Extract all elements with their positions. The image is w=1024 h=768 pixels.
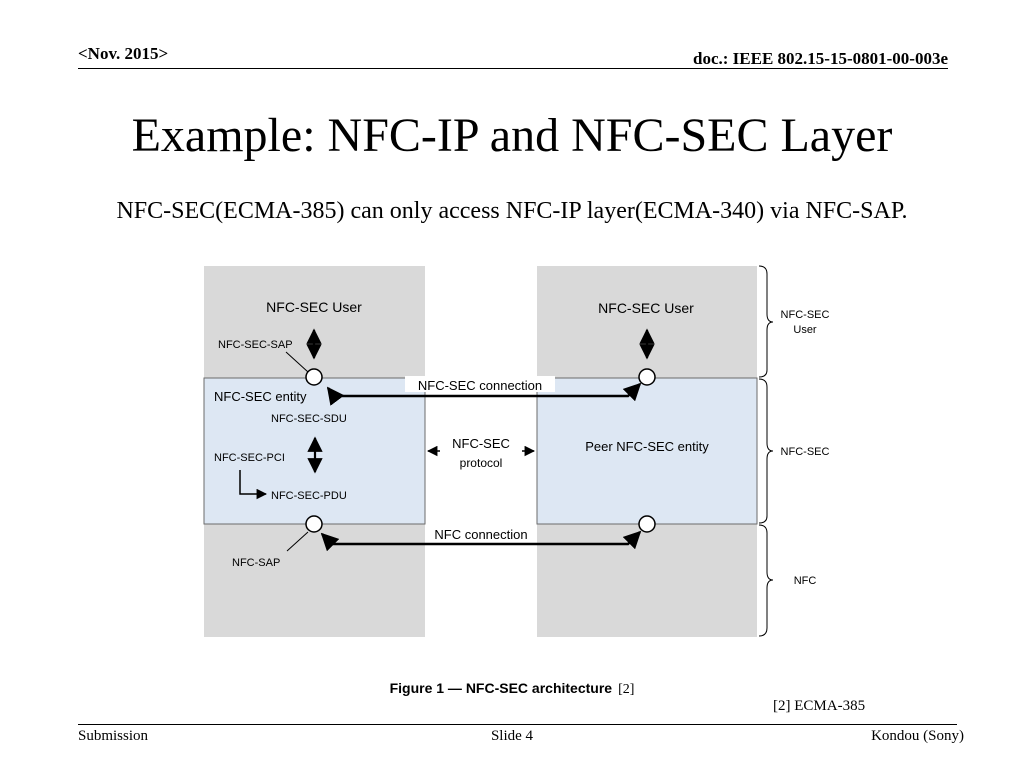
brace-sec: [758, 378, 774, 524]
layer-user-label-line2: User: [793, 324, 817, 336]
nfc-sap-pointer: [286, 531, 309, 552]
layer-sec-label: NFC-SEC: [781, 446, 830, 458]
nfc-sec-architecture-diagram: NFC-SEC User NFC-SEC-SAP NFC-SEC entity …: [203, 265, 830, 637]
footer-author: Kondou (Sony): [871, 728, 964, 744]
slide-subtitle: NFC-SEC(ECMA-385) can only access NFC-IP…: [116, 198, 908, 224]
header-doc-id: doc.: IEEE 802.15-15-0801-00-003e: [693, 49, 948, 68]
figure-caption-label: Figure 1 — NFC-SEC architecture: [389, 680, 613, 696]
peer-nfc-sec-entity-box: [536, 377, 758, 525]
sec-connection-label-bg: [405, 376, 555, 392]
brace-user: [758, 265, 774, 378]
slide-title: Example: NFC-IP and NFC-SEC Layer: [131, 109, 893, 162]
sec-sap-pointer: [285, 351, 309, 373]
footer-slide-number: Slide 4: [490, 728, 534, 744]
left-user-label: NFC-SEC User: [266, 299, 362, 315]
sec-connection-line: [326, 382, 642, 406]
left-sec-sap-circle: [305, 368, 323, 386]
sec-sdu-label: NFC-SEC-SDU: [271, 413, 347, 425]
right-user-label: NFC-SEC User: [598, 300, 694, 316]
figure-caption-ref: [2]: [618, 682, 635, 697]
sec-sap-label: NFC-SEC-SAP: [218, 339, 293, 351]
header-rule: [78, 68, 948, 69]
header-date: <Nov. 2015>: [78, 44, 169, 63]
nfc-connection-label-bg: [425, 526, 537, 542]
sec-connection-label: NFC-SEC connection: [418, 378, 542, 393]
layer-user-label-line1: NFC-SEC: [781, 309, 830, 321]
reference-note: [2] ECMA-385: [773, 698, 866, 714]
layer-nfc-label: NFC: [794, 575, 817, 587]
peer-entity-label: Peer NFC-SEC entity: [585, 439, 709, 454]
sec-pci-label: NFC-SEC-PCI: [214, 452, 285, 464]
protocol-label-line2: protocol: [460, 456, 503, 470]
nfc-connection-line: [320, 530, 642, 552]
figure-caption: Figure 1 — NFC-SEC architecture [2]: [0, 680, 1024, 698]
nfc-connection-label: NFC connection: [434, 527, 527, 542]
sec-pdu-label: NFC-SEC-PDU: [271, 490, 347, 502]
footer-submission: Submission: [78, 728, 149, 744]
pci-to-pdu-arrow: [239, 470, 268, 500]
brace-nfc: [758, 524, 774, 637]
sec-entity-label: NFC-SEC entity: [214, 389, 307, 404]
right-sec-sap-circle: [638, 368, 656, 386]
protocol-label-line1: NFC-SEC: [452, 436, 510, 451]
right-nfc-sap-circle: [638, 515, 656, 533]
footer-rule: [78, 724, 957, 725]
left-nfc-sap-circle: [305, 515, 323, 533]
nfc-sap-label: NFC-SAP: [232, 557, 280, 569]
